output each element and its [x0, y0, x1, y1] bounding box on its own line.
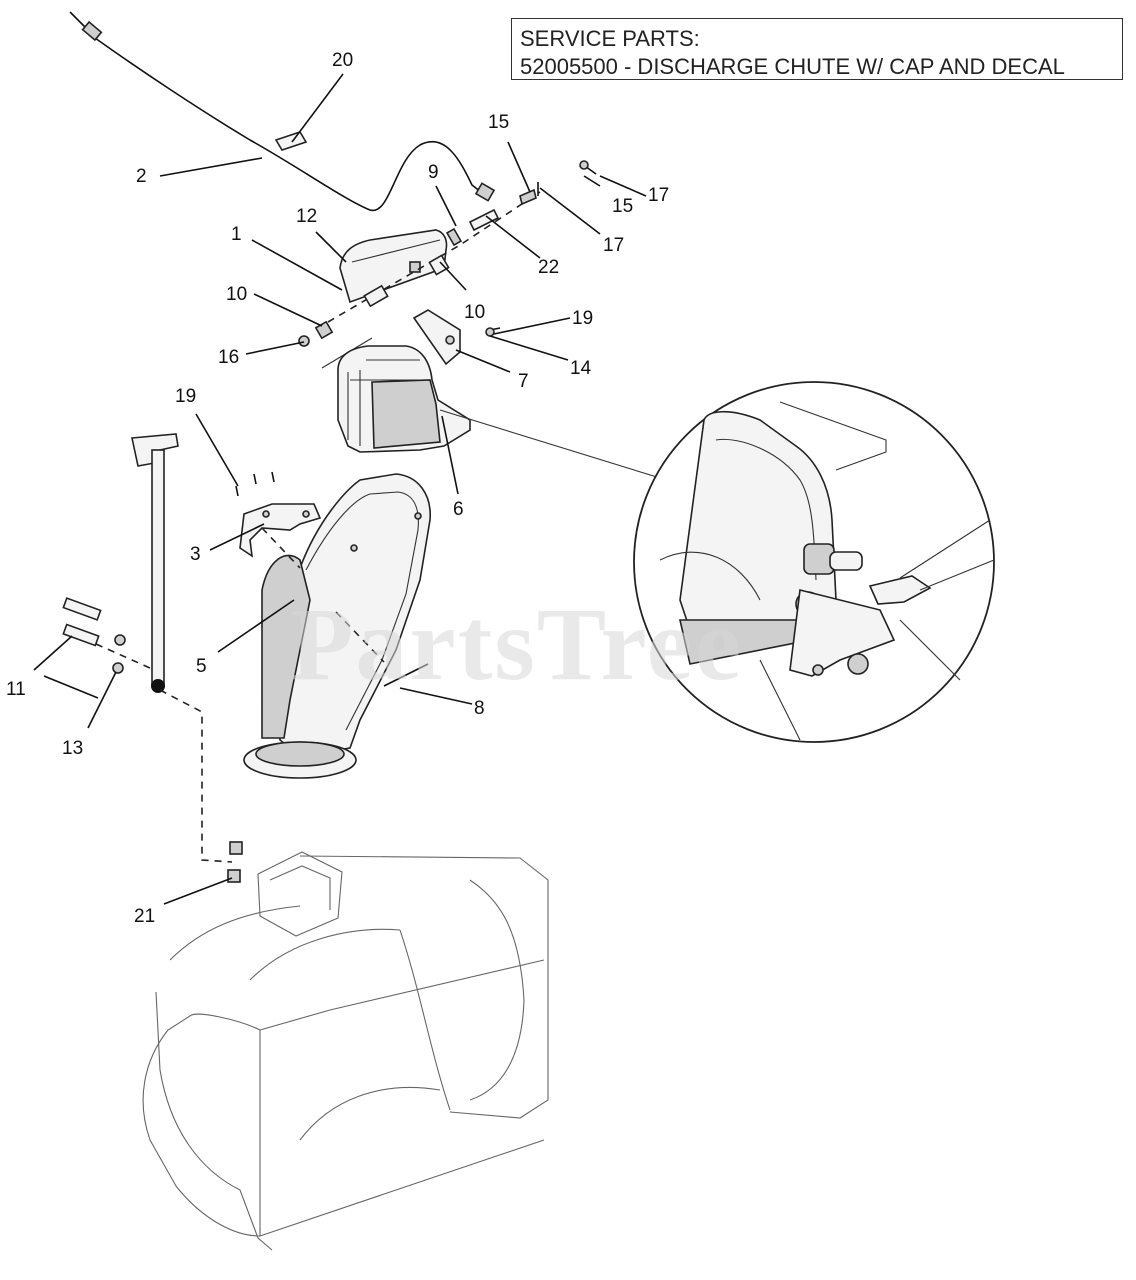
callout-12: 12	[296, 206, 317, 227]
callout-20: 20	[332, 50, 353, 71]
auger-housing	[142, 851, 549, 1251]
callout-22: 22	[538, 257, 559, 278]
rod-hardware	[62, 597, 151, 674]
service-parts-box: SERVICE PARTS: 52005500 - DISCHARGE CHUT…	[511, 18, 1123, 80]
leader-lines	[33, 73, 647, 905]
cable-clip	[274, 131, 308, 151]
callouts: 20 2 12 1 10 16 9 15 15 17 17 22 10 19 1…	[6, 50, 669, 927]
watermark: PartsTree	[290, 587, 744, 702]
detail-view	[439, 381, 995, 743]
callout-3: 3	[190, 544, 201, 565]
callout-8: 8	[474, 698, 485, 719]
callout-14: 14	[570, 358, 592, 379]
lower-chute	[243, 473, 431, 779]
callout-9: 9	[428, 162, 439, 183]
callout-10a: 10	[226, 284, 247, 305]
service-parts-item: 52005500 - DISCHARGE CHUTE W/ CAP AND DE…	[520, 54, 1065, 79]
chute-bracket	[235, 471, 322, 569]
service-parts-heading: SERVICE PARTS:	[520, 26, 700, 51]
callout-15b: 15	[612, 196, 633, 217]
callout-15a: 15	[488, 112, 509, 133]
callout-1: 1	[231, 224, 242, 245]
callout-17b: 17	[603, 235, 624, 256]
callout-11: 11	[6, 679, 26, 700]
chute-cap	[339, 229, 448, 304]
callout-7: 7	[518, 371, 529, 392]
decal-strip	[335, 611, 429, 687]
callout-21: 21	[134, 906, 155, 927]
callout-19b: 19	[175, 386, 196, 407]
control-cable	[69, 11, 496, 211]
callout-19a: 19	[572, 308, 593, 329]
callout-6: 6	[453, 499, 464, 520]
callout-16: 16	[218, 347, 239, 368]
callout-13: 13	[62, 738, 83, 759]
callout-2: 2	[136, 166, 147, 187]
deflector-bracket	[412, 309, 501, 366]
callout-10b: 10	[464, 302, 485, 323]
callout-17a: 17	[648, 185, 669, 206]
crank-rod	[131, 433, 233, 863]
upper-screws	[537, 160, 597, 196]
upper-chute	[321, 337, 471, 453]
callout-5: 5	[196, 656, 207, 677]
